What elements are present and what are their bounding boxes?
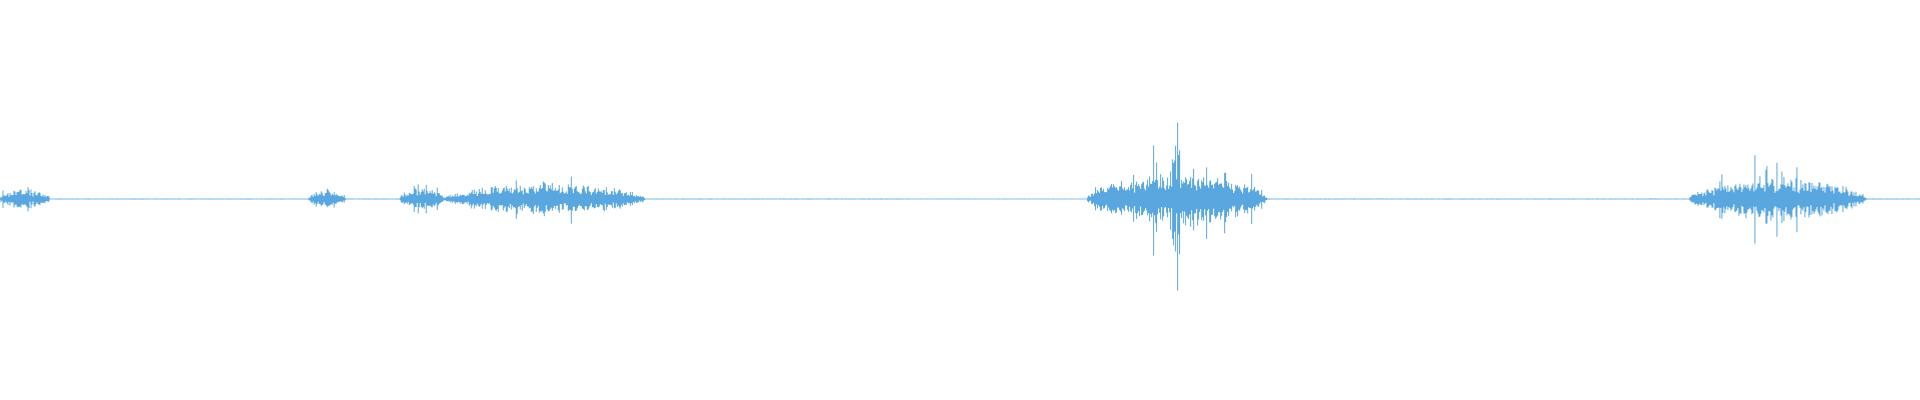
waveform-trace [0,122,1920,291]
